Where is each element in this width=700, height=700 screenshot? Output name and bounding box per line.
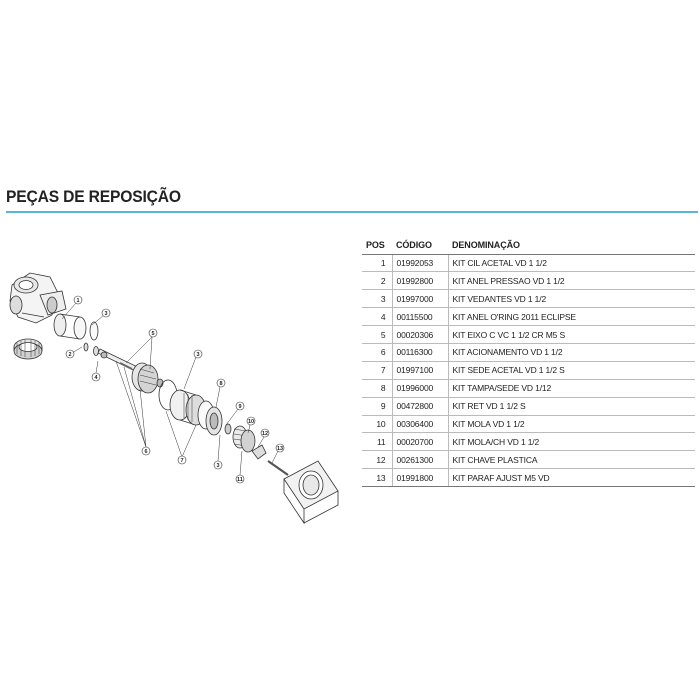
svg-text:11: 11 — [237, 477, 243, 483]
callout-7: 7 — [177, 455, 187, 465]
svg-text:12: 12 — [262, 431, 268, 437]
header-name: DENOMINAÇÃO — [448, 237, 695, 255]
svg-text:2: 2 — [69, 352, 72, 358]
screw-drawing — [267, 460, 289, 476]
header-pos: POS — [362, 237, 392, 255]
union-nut-drawing — [13, 338, 43, 360]
header-code: CÓDIGO — [392, 237, 448, 255]
callout-1: 1 — [73, 295, 83, 305]
svg-text:6: 6 — [145, 449, 148, 455]
actuator-drawing — [131, 362, 164, 394]
spring-drawing — [232, 425, 256, 453]
callout-9: 9 — [235, 401, 245, 411]
svg-text:4: 4 — [95, 375, 99, 381]
callout-2: 2 — [65, 349, 75, 359]
svg-text:13: 13 — [277, 446, 283, 452]
callout-3b: 3 — [193, 349, 203, 359]
callout-13: 13 — [275, 443, 285, 453]
cap-drawing — [205, 406, 223, 436]
plastic-key-drawing — [251, 444, 267, 460]
svg-text:7: 7 — [181, 458, 184, 464]
svg-text:10: 10 — [248, 419, 254, 425]
svg-text:1: 1 — [77, 298, 80, 304]
svg-text:3: 3 — [217, 463, 220, 469]
svg-text:8: 8 — [220, 381, 223, 387]
flange-plate-drawing — [283, 460, 339, 525]
callout-group: 1 2 3 4 5 3 8 9 10 12 13 6 7 3 11 — [65, 295, 285, 484]
svg-text:9: 9 — [239, 404, 242, 410]
callout-8: 8 — [216, 378, 226, 388]
page-title: PEÇAS DE REPOSIÇÃO — [6, 187, 181, 206]
svg-text:3: 3 — [197, 352, 200, 358]
callout-5: 5 — [148, 328, 158, 338]
callout-6: 6 — [141, 446, 151, 456]
callout-12: 12 — [260, 428, 270, 438]
svg-text:5: 5 — [152, 331, 155, 337]
callout-3c: 3 — [213, 460, 223, 470]
pressure-ring-drawing — [89, 321, 99, 341]
callout-3a: 3 — [101, 308, 111, 318]
valve-body-drawing — [9, 272, 67, 324]
table-header-row: POS CÓDIGO DENOMINAÇÃO — [362, 237, 695, 255]
svg-text:3: 3 — [105, 311, 108, 317]
exploded-view-diagram: 1 2 3 4 5 3 8 9 10 12 13 6 7 3 11 — [9, 272, 339, 525]
cylinder-drawing — [53, 313, 87, 340]
title-divider — [6, 211, 698, 213]
callout-4: 4 — [91, 372, 101, 382]
callout-10: 10 — [246, 416, 256, 426]
callout-11: 11 — [235, 474, 245, 484]
